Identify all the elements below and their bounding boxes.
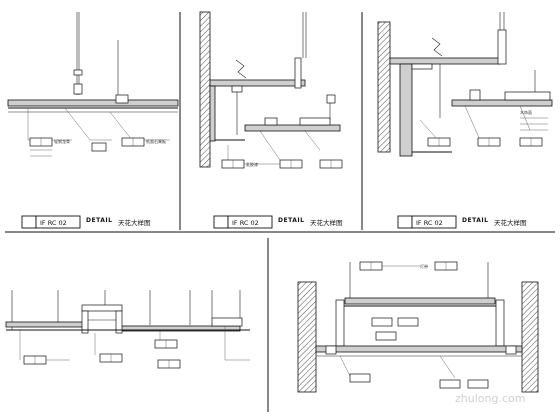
detail-3-name: 天花大样图 [310,218,343,227]
tag-text-3: 乳胶漆 [246,161,258,167]
tag-text-4: 木饰面 [520,109,532,115]
detail-1-number: 1 [26,218,32,227]
detail-1-ref: IF RC 02 [40,219,67,227]
section-bottom-right [297,261,539,393]
detail-3-number: 3 [218,218,224,227]
detail-3-ref: IF RC 02 [232,219,259,227]
tag-text-5: 灯带 [420,263,428,269]
tag-text-2: 纸面石膏板 [146,138,166,144]
detail-1-name: 天花大样图 [118,218,151,227]
detail-3-title: 3 IF RC 02 DETAIL 天花大样图 [213,215,343,229]
tag-text-1: 轻钢龙骨 [54,138,70,144]
detail-4-word: DETAIL [462,217,488,224]
detail-1-drawing [7,12,179,157]
detail-1-word: DETAIL [86,217,112,224]
detail-3-drawing [199,11,343,169]
detail-4-name: 天花大样图 [494,218,527,227]
panel-frame [5,12,555,412]
detail-4-number: 4 [402,218,408,227]
detail-4-drawing [377,12,553,157]
section-bottom-left [5,290,250,369]
detail-3-word: DETAIL [278,217,304,224]
detail-1-title: 1 IF RC 02 DETAIL 天花大样图 [21,215,151,229]
detail-4-ref: IF RC 02 [416,219,443,227]
watermark: zhulong.com [455,392,525,405]
detail-4-title: 4 IF RC 02 DETAIL 天花大样图 [397,215,527,229]
